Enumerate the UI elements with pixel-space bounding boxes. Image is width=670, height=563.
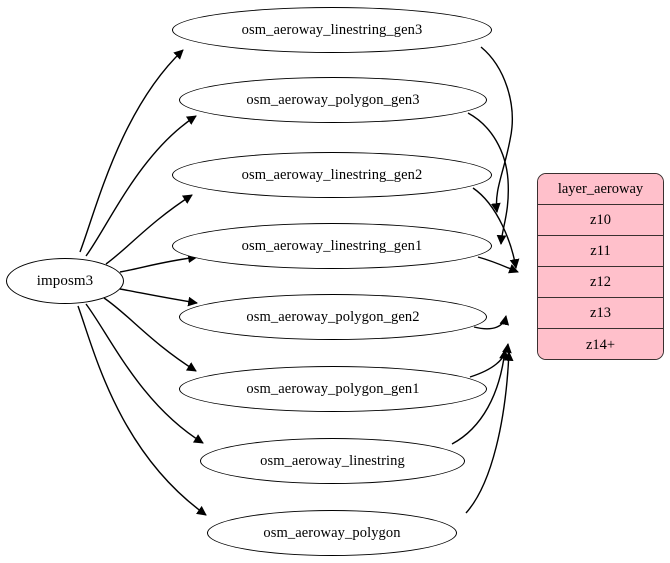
layer-aeroway-header-label: layer_aeroway (557, 180, 644, 197)
node-label: osm_aeroway_polygon_gen2 (246, 308, 420, 325)
node-label: osm_aeroway_linestring_gen1 (241, 237, 423, 254)
edge-imposm3-to-polygon-gen3 (85, 115, 197, 257)
edge-linestring-gen2-to-z12 (472, 187, 520, 269)
node-osm-aeroway-polygon[interactable]: osm_aeroway_polygon (207, 510, 457, 556)
layer-row-z14plus-label: z14+ (585, 336, 616, 353)
edge-polygon-to-z14 (465, 351, 514, 514)
edge-linestring-gen3-to-z10 (480, 46, 513, 213)
node-label: osm_aeroway_linestring_gen3 (241, 21, 423, 38)
edge-linestring-gen1-to-z12 (477, 256, 519, 274)
edge-polygon-gen2-to-z13 (473, 315, 510, 330)
edge-imposm3-to-linestring-gen1 (119, 253, 198, 273)
node-label: osm_aeroway_linestring_gen2 (241, 166, 423, 183)
layer-row-z11[interactable]: z11 (538, 236, 663, 267)
edge-imposm3-to-polygon-gen1 (103, 297, 197, 372)
layer-row-z10[interactable]: z10 (538, 205, 663, 236)
node-imposm3-label: imposm3 (36, 272, 94, 289)
node-imposm3[interactable]: imposm3 (6, 258, 124, 304)
node-label: osm_aeroway_linestring (260, 452, 405, 469)
edge-polygon-gen1-to-z14 (469, 343, 512, 378)
layer-row-z12[interactable]: z12 (538, 267, 663, 298)
node-label: osm_aeroway_polygon (263, 524, 401, 541)
layer-row-z12-label: z12 (590, 273, 611, 290)
node-osm-aeroway-linestring[interactable]: osm_aeroway_linestring (200, 438, 465, 484)
edge-linestring-to-z14 (451, 349, 509, 445)
layer-row-z10-label: z10 (590, 211, 611, 228)
node-osm-aeroway-polygon-gen2[interactable]: osm_aeroway_polygon_gen2 (179, 294, 487, 340)
node-osm-aeroway-polygon-gen1[interactable]: osm_aeroway_polygon_gen1 (179, 366, 487, 412)
layer-aeroway-header: layer_aeroway (538, 174, 663, 205)
edge-imposm3-to-linestring-gen3 (79, 49, 184, 253)
layer-row-z14plus[interactable]: z14+ (538, 329, 663, 359)
layer-row-z13[interactable]: z13 (538, 298, 663, 329)
node-osm-aeroway-linestring-gen3[interactable]: osm_aeroway_linestring_gen3 (172, 7, 492, 53)
layer-row-z13-label: z13 (590, 304, 611, 321)
node-label: osm_aeroway_polygon_gen3 (246, 91, 420, 108)
layer-row-z11-label: z11 (590, 242, 611, 259)
layer-aeroway-table[interactable]: layer_aeroway z10 z11 z12 z13 z14+ (537, 173, 664, 360)
node-osm-aeroway-linestring-gen1[interactable]: osm_aeroway_linestring_gen1 (172, 223, 492, 269)
node-osm-aeroway-linestring-gen2[interactable]: osm_aeroway_linestring_gen2 (172, 152, 492, 198)
edge-imposm3-to-linestring (85, 303, 204, 444)
edge-imposm3-to-polygon-gen2 (119, 288, 198, 307)
edge-imposm3-to-polygon (77, 305, 207, 516)
node-label: osm_aeroway_polygon_gen1 (246, 380, 420, 397)
edge-imposm3-to-linestring-gen2 (105, 194, 193, 265)
node-osm-aeroway-polygon-gen3[interactable]: osm_aeroway_polygon_gen3 (179, 77, 487, 123)
